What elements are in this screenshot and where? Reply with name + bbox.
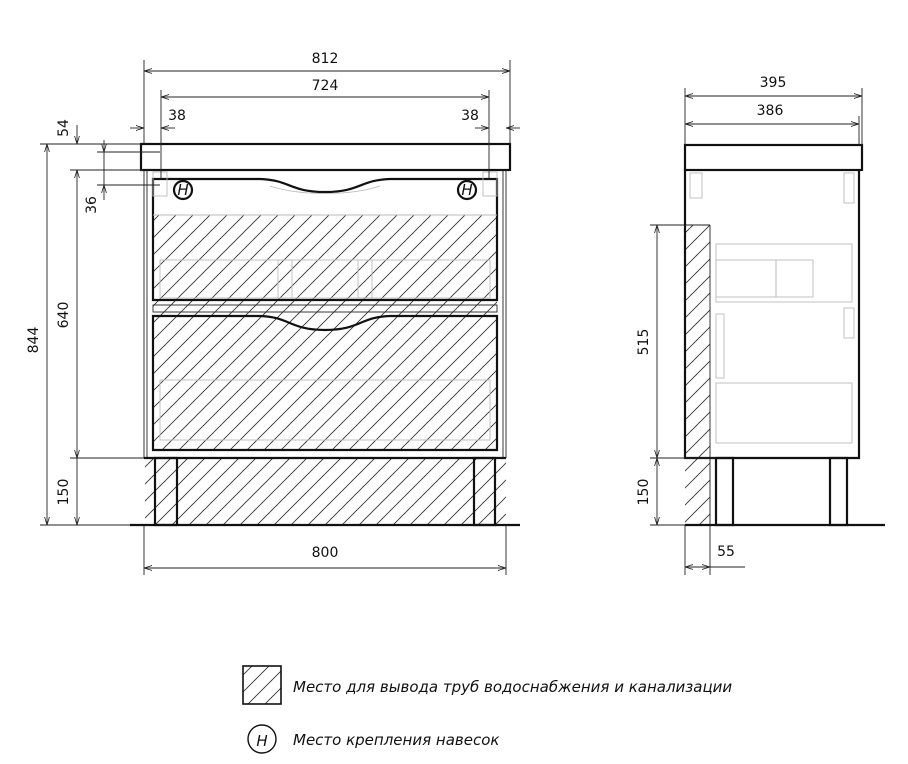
dim-top-depth: 395: [760, 75, 787, 91]
dim-overall-height: 844: [26, 327, 42, 354]
hanger-mount-left: H: [172, 179, 194, 201]
pipe-zone-hatch-upper: [153, 215, 497, 450]
svg-text:Место крепления навесок: Место крепления навесок: [293, 731, 499, 749]
dim-left-offset: 38: [168, 108, 186, 124]
hanger-symbol-icon: [247, 724, 277, 754]
dim-pipe-zone-depth: 55: [717, 544, 735, 560]
dim-pipe-zone-height: 515: [636, 329, 652, 356]
bottom-drawer: [151, 314, 499, 452]
side-leg-front: [714, 456, 735, 527]
side-body: [683, 170, 861, 460]
dim-right-offset: 38: [461, 108, 479, 124]
legend-item-hanger-mount: H Место крепления навесок: [247, 724, 499, 754]
dim-body-height: 640: [56, 302, 72, 329]
dim-inner-width: 724: [312, 78, 339, 94]
dim-leg-height: 150: [56, 479, 72, 506]
top-drawer: [151, 177, 499, 302]
svg-text:H: H: [177, 181, 188, 199]
countertop: [139, 142, 512, 172]
svg-text:Место для вывода труб водоснаб: Место для вывода труб водоснабжения и ка…: [293, 678, 732, 696]
dim-side-leg-height: 150: [636, 479, 652, 506]
svg-text:H: H: [461, 181, 472, 199]
dim-body-depth: 386: [757, 103, 784, 119]
dim-hanger-offset: 36: [84, 196, 100, 214]
legend: Место для вывода труб водоснабжения и ка…: [242, 665, 732, 754]
legend-item-pipe-zone: Место для вывода труб водоснабжения и ка…: [242, 665, 732, 705]
dim-overall-width: 812: [312, 51, 339, 67]
hanger-mount-right: H: [456, 179, 478, 201]
dim-base-width: 800: [312, 545, 339, 561]
side-leg-back: [828, 456, 849, 527]
wall-pipe-zone-hatch: [685, 225, 710, 525]
side-view: 395 386 515 150 55: [636, 75, 885, 575]
front-view: H H: [26, 51, 520, 575]
svg-text:H: H: [256, 732, 267, 750]
hatch-swatch-icon: [242, 665, 282, 705]
dim-top-thickness: 54: [56, 119, 72, 137]
pipe-zone-hatch-lower: [145, 458, 506, 525]
side-countertop: [683, 143, 864, 172]
